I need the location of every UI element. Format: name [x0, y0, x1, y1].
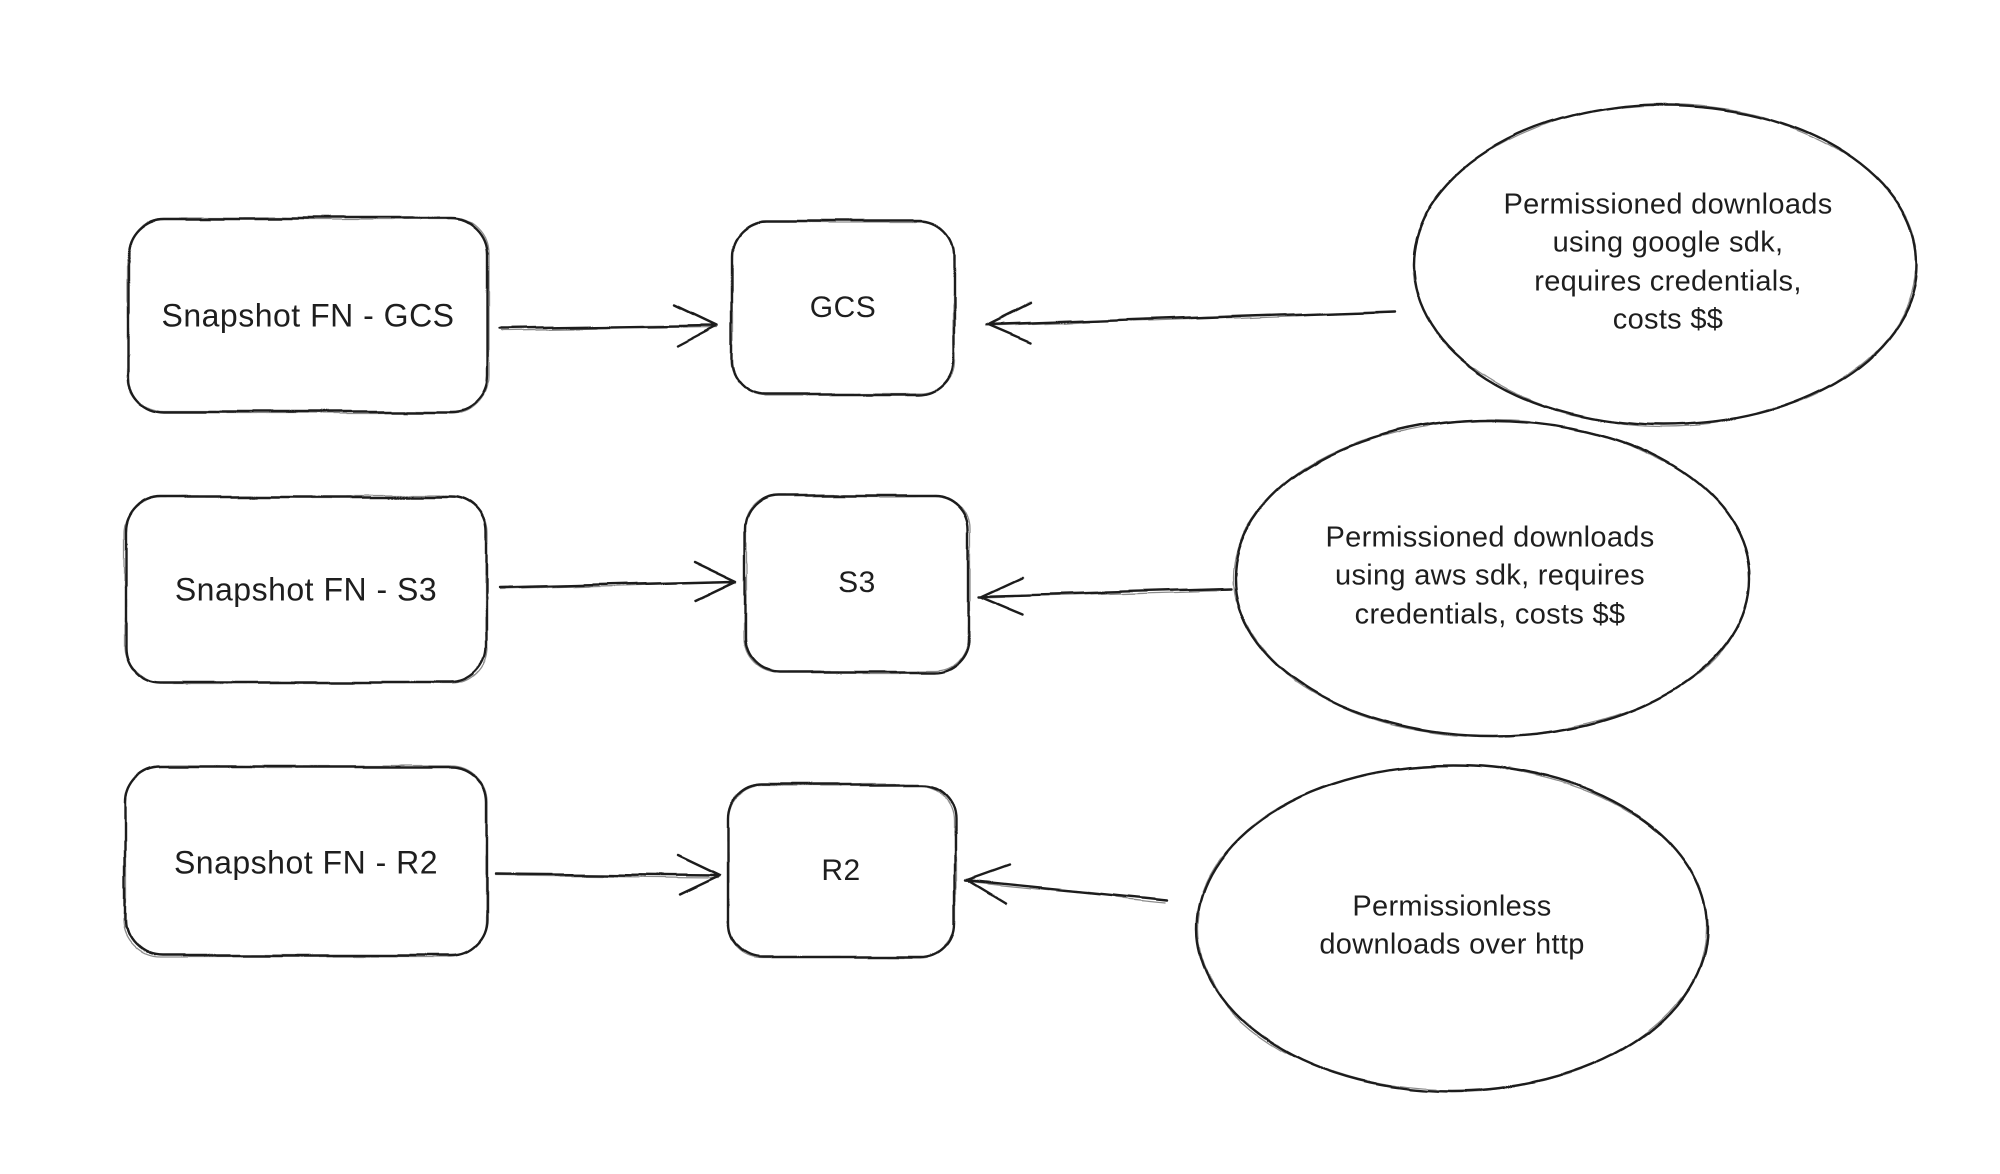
r2-box-stroke-2 — [727, 784, 956, 958]
gcs-label: GCS — [809, 291, 877, 324]
gcs-box-stroke-2 — [731, 221, 955, 395]
snapshot-fn-gcs-box — [126, 216, 490, 414]
note-line: using aws sdk, requires — [1335, 559, 1645, 592]
note-line: Permissioned downloads — [1325, 521, 1655, 554]
arrow-snapshot-to-gcs — [498, 304, 720, 349]
snapshot-fn-s3-box — [123, 495, 489, 685]
gcs-note-ellipse — [1411, 103, 1919, 427]
arrow-snapshot-to-s3-stroke — [498, 559, 738, 602]
s3-note-ellipse — [1232, 418, 1752, 738]
note-line: credentials, costs $$ — [1354, 598, 1626, 631]
s3-note-text: Permissioned downloads using aws sdk, re… — [1326, 519, 1655, 634]
arrow-note-to-gcs-stroke-2 — [986, 311, 1396, 327]
s3-note-ellipse-stroke-2 — [1233, 419, 1751, 737]
note-line: Permissionless — [1352, 890, 1552, 923]
r2-note-text: Permissionless downloads over http — [1319, 888, 1584, 965]
arrow-snapshot-to-s3-stroke-2 — [499, 582, 735, 590]
arrow-snapshot-to-gcs-stroke-2 — [499, 326, 717, 331]
r2-note-ellipse-stroke-2 — [1196, 764, 1708, 1092]
s3-label: S3 — [838, 566, 876, 599]
arrow-snapshot-to-s3 — [498, 559, 738, 602]
r2-label: R2 — [821, 854, 861, 887]
note-line: Permissioned downloads — [1503, 188, 1833, 221]
s3-box-stroke-2 — [744, 494, 970, 673]
snapshot-fn-gcs-label: Snapshot FN - GCS — [161, 297, 455, 334]
snapshot-fn-s3-box-stroke-2 — [124, 496, 488, 684]
arrow-snapshot-to-r2-stroke — [494, 854, 722, 897]
note-line: requires credentials, — [1534, 265, 1802, 297]
gcs-box — [730, 220, 956, 396]
arrow-snapshot-to-gcs-stroke — [498, 304, 720, 349]
arrow-note-to-r2-stroke-2 — [966, 881, 1167, 903]
snapshot-fn-s3-label: Snapshot FN - S3 — [174, 571, 438, 608]
snapshot-fn-r2-box-stroke-2 — [124, 765, 488, 957]
snapshot-fn-r2-label: Snapshot FN - R2 — [173, 844, 439, 881]
arrow-note-to-s3-stroke-2 — [979, 589, 1231, 598]
gcs-note-text: Permissioned downloads using google sdk,… — [1504, 185, 1833, 338]
arrow-snapshot-to-r2-stroke-2 — [495, 875, 719, 879]
arrow-note-to-s3 — [977, 575, 1232, 616]
arrow-note-to-r2 — [964, 864, 1168, 906]
arrow-note-to-gcs — [984, 302, 1397, 345]
note-line: costs $$ — [1612, 303, 1724, 336]
arrow-note-to-gcs-stroke — [984, 302, 1397, 345]
s3-box — [743, 493, 971, 674]
gcs-note-ellipse-stroke-2 — [1412, 104, 1918, 426]
snapshot-fn-r2-box — [123, 764, 489, 958]
r2-note-ellipse — [1195, 763, 1709, 1093]
r2-box — [726, 783, 957, 959]
note-line: downloads over http — [1319, 929, 1585, 961]
snapshot-fn-gcs-box-stroke-2 — [127, 217, 489, 413]
note-line: using google sdk, — [1552, 226, 1784, 259]
arrow-note-to-r2-stroke — [964, 864, 1168, 906]
arrow-snapshot-to-r2 — [494, 854, 722, 897]
arrow-note-to-s3-stroke — [977, 575, 1232, 616]
